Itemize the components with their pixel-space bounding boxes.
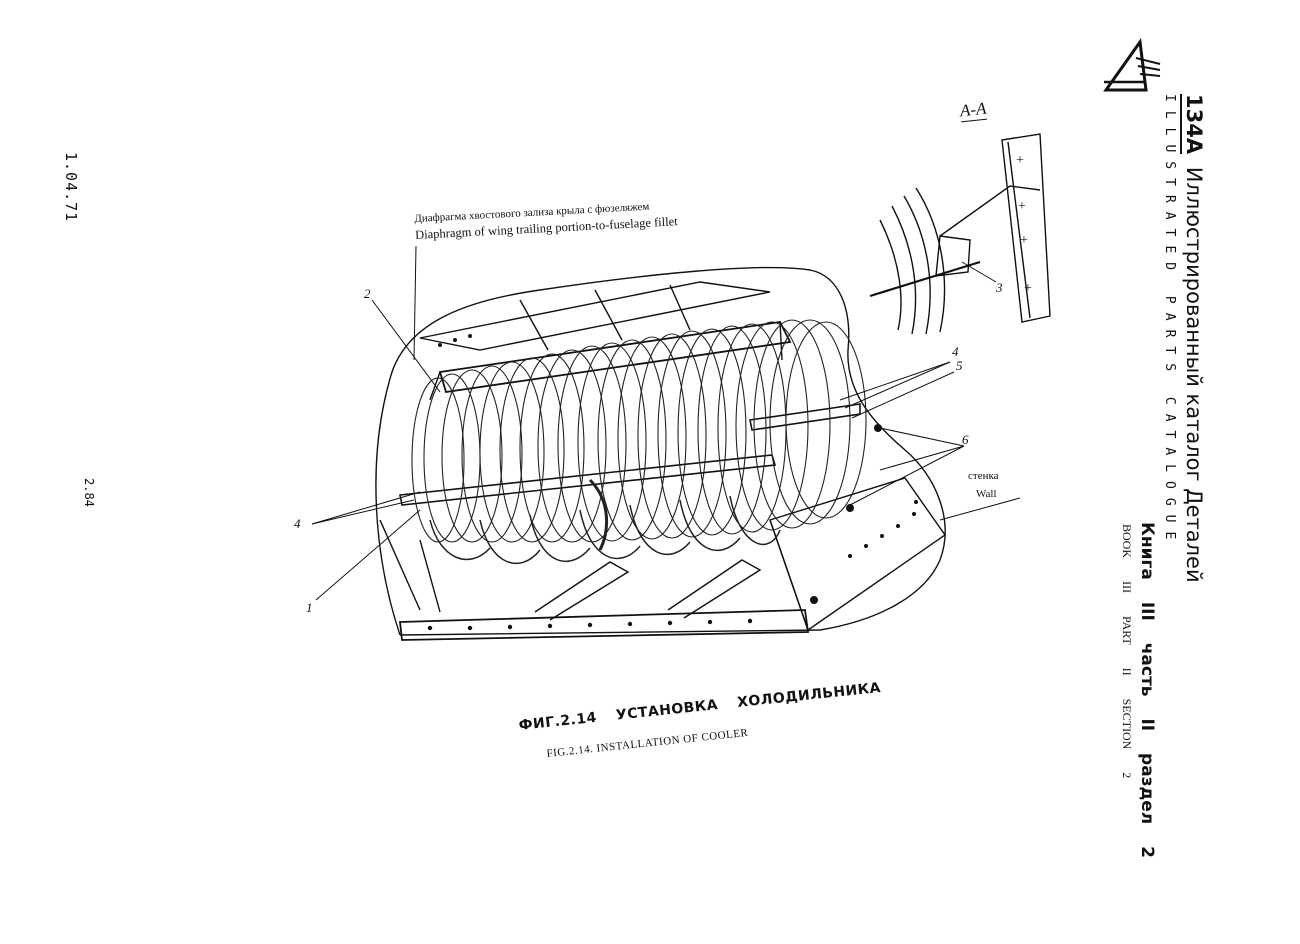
svg-text:+: + — [1024, 281, 1032, 296]
base-plate — [398, 609, 810, 641]
callout-4-left: 4 — [294, 516, 301, 531]
cooler-coil — [411, 319, 867, 543]
wall-label-ru: стенка — [968, 470, 999, 482]
svg-text:+: + — [1020, 233, 1028, 248]
section-detail — [869, 133, 1051, 335]
callout-3: 3 — [995, 280, 1003, 295]
callout-numbers: 1 2 3 4 4 5 6 — [294, 280, 1003, 615]
callout-2: 2 — [364, 286, 371, 301]
manufacturer-logo — [1103, 38, 1161, 92]
callout-5: 5 — [956, 358, 963, 373]
svg-text:+: + — [1018, 199, 1026, 214]
callout-4-right: 4 — [952, 344, 959, 359]
callout-6: 6 — [962, 432, 969, 447]
upper-bracket — [438, 321, 792, 394]
fillet-contour — [375, 266, 946, 636]
callout-1: 1 — [306, 600, 313, 615]
svg-text:+: + — [1016, 153, 1024, 168]
wall-label-en: Wall — [976, 488, 997, 500]
